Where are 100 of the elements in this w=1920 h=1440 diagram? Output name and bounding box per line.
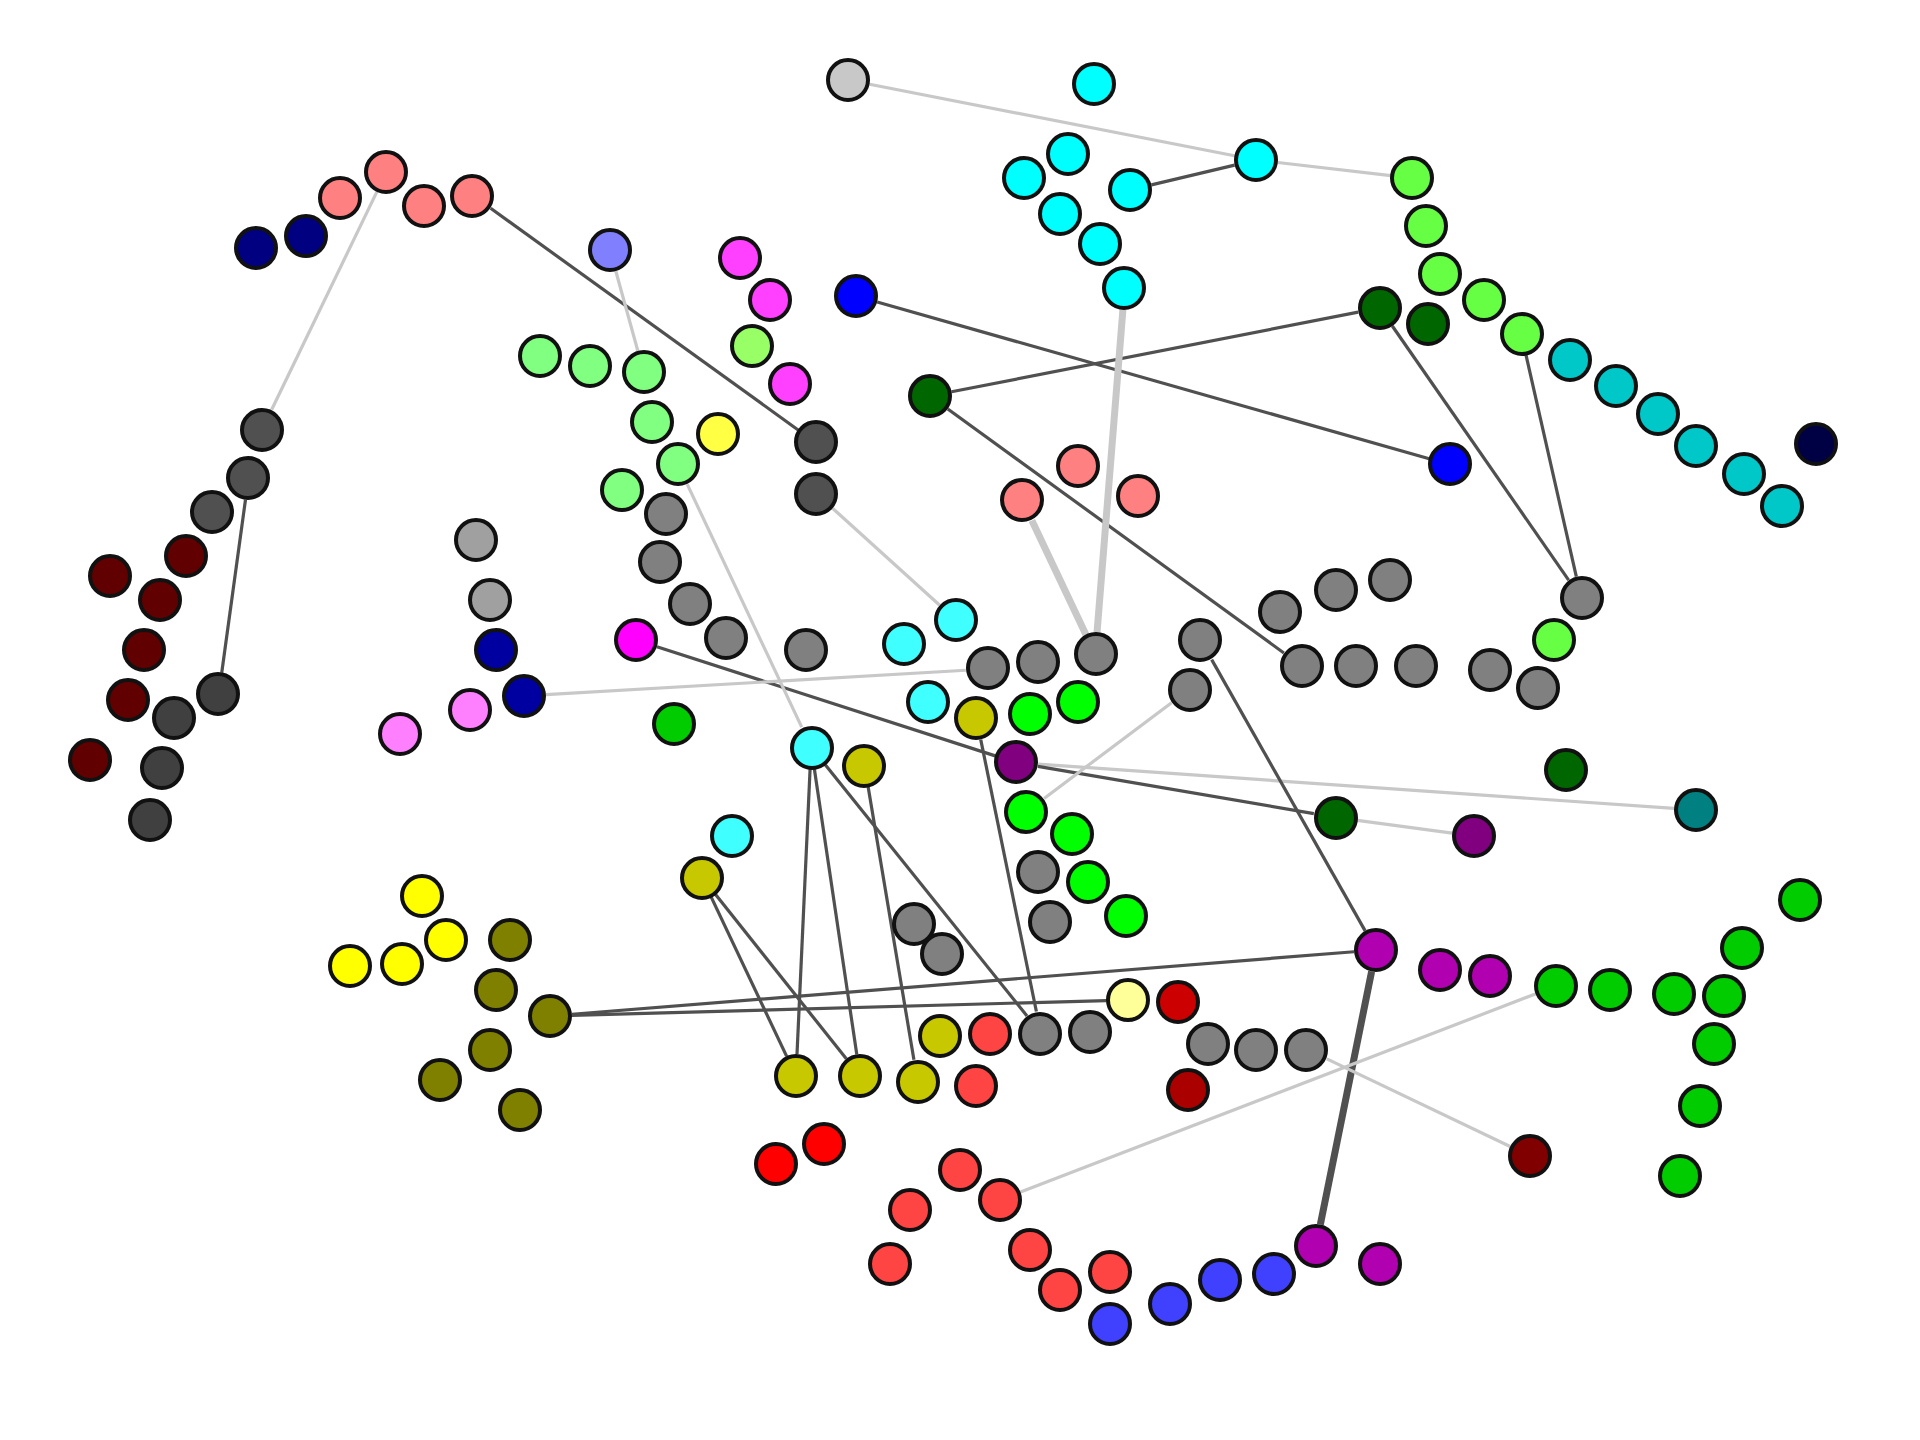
network-node-circle [747, 277, 792, 322]
network-node-circle [655, 442, 700, 487]
network-node-circle [1354, 928, 1398, 972]
network-node-circle [1167, 667, 1212, 712]
connector-line [1316, 970, 1376, 1226]
network-node-circle [1178, 618, 1223, 663]
network-node-circle [196, 672, 241, 717]
network-node-circle [128, 798, 172, 842]
network-node-circle [868, 1242, 912, 1286]
network-node-circle [401, 183, 446, 228]
connector-line [1357, 818, 1453, 835]
network-node-circle [1198, 1258, 1242, 1302]
network-node-circle [1049, 811, 1094, 856]
connector-line [1093, 309, 1127, 633]
network-node-circle [652, 701, 697, 746]
network-node-circle [834, 274, 878, 318]
network-node-circle [600, 467, 645, 512]
network-node-circle [1674, 788, 1718, 832]
connector-line [571, 950, 1355, 1016]
connector-line [1151, 163, 1235, 187]
network-node-circle [784, 627, 829, 672]
network-node-circle [474, 968, 518, 1012]
network-node-circle [768, 362, 812, 406]
connector-line [1037, 764, 1315, 816]
network-node-circle [138, 578, 182, 622]
connector-line [1326, 1057, 1511, 1148]
network-node-circle [317, 176, 362, 221]
network-node-circle [774, 1054, 818, 1098]
network-node-circle [488, 918, 532, 962]
network-node-circle [614, 618, 658, 662]
connector-line [869, 82, 1235, 158]
network-node-circle [1008, 1228, 1052, 1272]
network-node-circle [881, 621, 926, 666]
connector-line [1038, 762, 1675, 811]
network-node-circle [1543, 748, 1588, 793]
network-node-circle [1007, 692, 1052, 737]
connector-line [979, 739, 1038, 1012]
network-node-circle [423, 917, 468, 962]
network-node-circle [1252, 1251, 1297, 1296]
network-node-circle [1055, 679, 1100, 724]
connector-line [489, 207, 800, 432]
network-node-circle [88, 554, 132, 598]
network-node-circle [1418, 948, 1462, 992]
network-node-circle [502, 674, 546, 718]
network-node-circle [1015, 640, 1060, 685]
network-node-circle [953, 1063, 998, 1108]
network-node-circle [528, 994, 572, 1038]
network-node-circle [122, 628, 166, 672]
network-node-circle [1284, 1027, 1329, 1072]
network-node-circle [842, 743, 887, 788]
network-node-circle [838, 1054, 882, 1098]
network-node-circle [1674, 423, 1719, 468]
network-node-circle [1405, 301, 1450, 346]
network-node-circle [938, 1148, 982, 1192]
network-node-circle [588, 228, 632, 272]
network-node-circle [789, 725, 834, 769]
network-node-circle [1166, 1068, 1211, 1113]
connector-line [876, 300, 1430, 461]
network-node-circle [468, 578, 512, 622]
network-node-circle [954, 696, 999, 741]
network-node-circle [1390, 156, 1435, 201]
connector-line [866, 786, 916, 1061]
connector-line [831, 506, 941, 607]
network-node-circle [1394, 644, 1438, 688]
connector-line [714, 893, 848, 1060]
connector-line [545, 668, 966, 697]
network-node-circle [1428, 442, 1473, 487]
network-node-circle [1073, 632, 1118, 677]
network-node-circle [906, 680, 951, 725]
network-node-circle [908, 374, 952, 418]
connector-line [220, 499, 248, 673]
network-node-circle [474, 628, 518, 672]
network-node-circle [1548, 338, 1592, 382]
connector-line [270, 190, 379, 411]
network-node-circle [1692, 1022, 1737, 1067]
connector-line [571, 998, 1107, 1017]
network-node-circle [888, 1188, 932, 1232]
network-node-circle [794, 471, 838, 516]
network-node-circle [1016, 850, 1061, 895]
network-node-circle [283, 213, 328, 258]
network-node-circle [1534, 964, 1578, 1008]
network-node-circle [1088, 1301, 1132, 1346]
network-node-circle [1106, 977, 1151, 1022]
network-node-circle [1452, 814, 1496, 858]
network-node-circle [1156, 980, 1201, 1025]
network-node-circle [568, 344, 612, 388]
network-node-circle [1515, 665, 1560, 710]
network-node-circle [1004, 789, 1049, 834]
network-node-circle [1078, 221, 1123, 266]
network-node-circle [1068, 1010, 1113, 1055]
network-node-circle [1778, 878, 1822, 922]
connector-line [946, 407, 1285, 655]
connector-line [709, 896, 789, 1057]
network-node-circle [802, 1122, 846, 1166]
network-node-circle [918, 1014, 963, 1059]
connector-line [1028, 519, 1090, 637]
network-node-circle [978, 1178, 1022, 1222]
network-node-circle [152, 696, 197, 741]
network-node-circle [1403, 204, 1448, 249]
network-node-circle [629, 399, 674, 444]
